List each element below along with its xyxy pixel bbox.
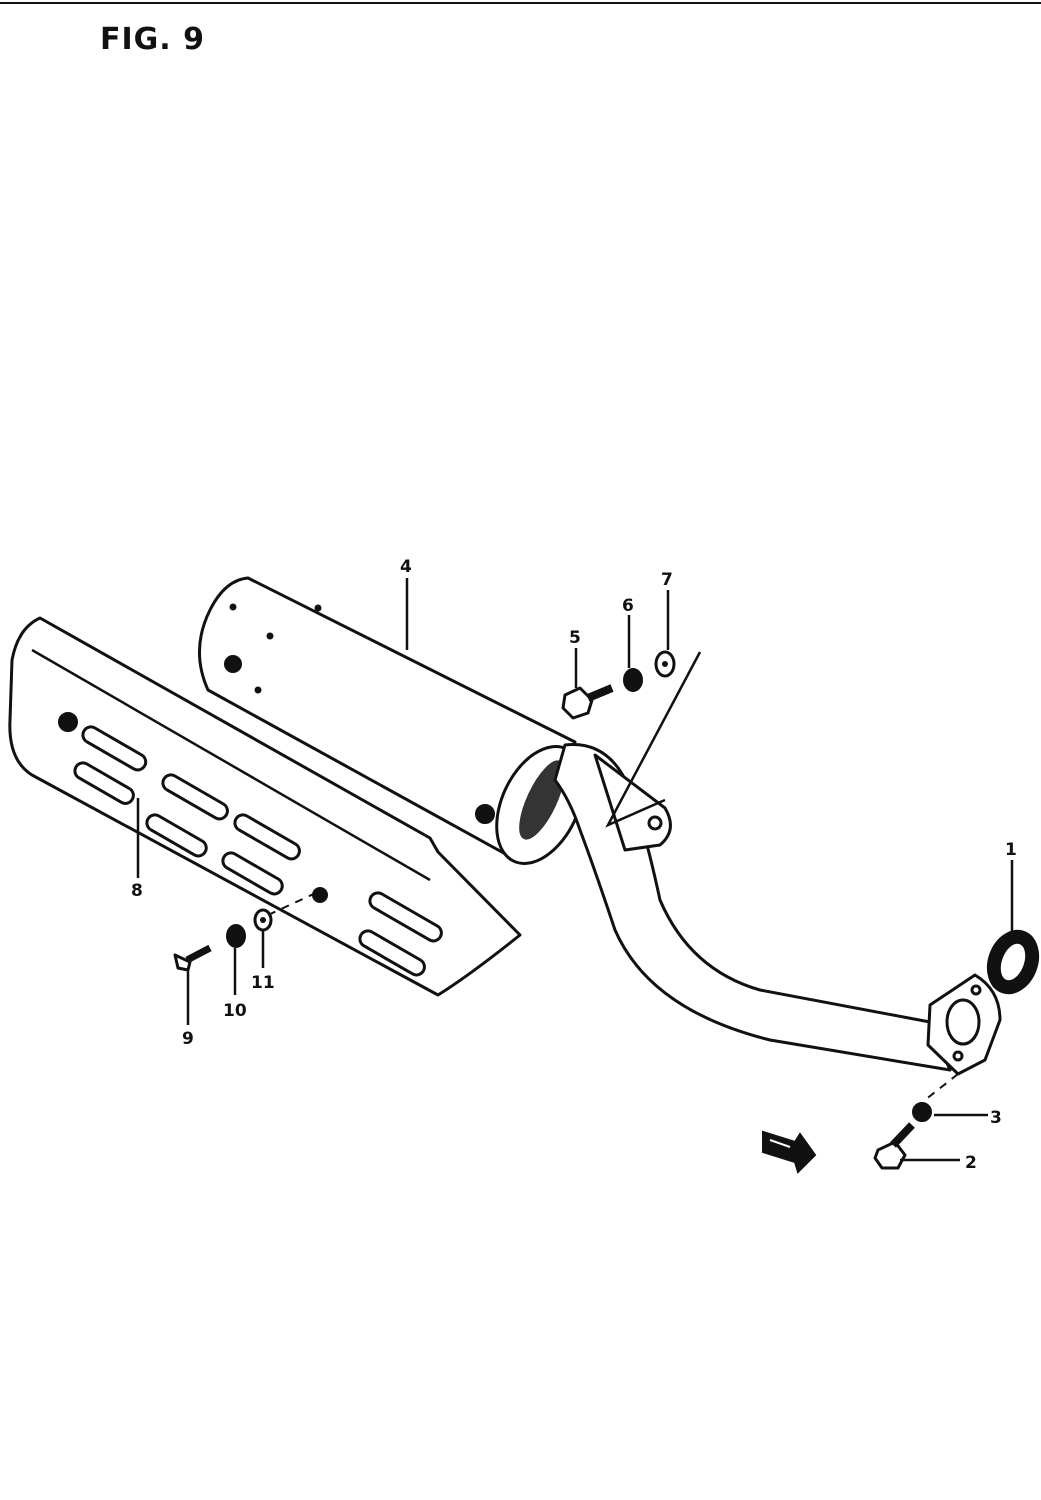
callout-8: 8 [131, 881, 143, 901]
callout-1: 1 [1005, 840, 1017, 860]
muffler-nut[interactable] [623, 668, 643, 692]
shield-screw[interactable] [173, 944, 212, 972]
callout-6: 6 [622, 596, 634, 616]
shield-washer[interactable] [253, 908, 273, 932]
flange-nut[interactable] [912, 1102, 932, 1122]
callout-4: 4 [400, 557, 412, 577]
muffler-washer[interactable] [654, 650, 676, 678]
callout-2: 2 [965, 1153, 977, 1173]
callout-5: 5 [569, 628, 581, 648]
figure-title: FIG. 9 [100, 22, 205, 57]
flange-bolt[interactable] [873, 1122, 915, 1170]
callout-11: 11 [251, 973, 275, 993]
exhaust-pipe[interactable] [553, 743, 1002, 1076]
shield-collar[interactable] [226, 924, 246, 948]
callout-leader-lines [136, 578, 1014, 1162]
callout-10: 10 [223, 1001, 247, 1021]
exhaust-gasket[interactable] [980, 924, 1041, 1001]
muffler-bolt[interactable] [561, 684, 614, 720]
front-direction-arrow-icon [762, 1130, 817, 1174]
assembly-guide-lines [267, 651, 959, 1101]
callout-9: 9 [182, 1029, 194, 1049]
callout-7: 7 [661, 570, 673, 590]
callout-3: 3 [990, 1108, 1002, 1128]
top-border-rule [0, 2, 1041, 4]
heat-shield[interactable] [8, 616, 522, 997]
